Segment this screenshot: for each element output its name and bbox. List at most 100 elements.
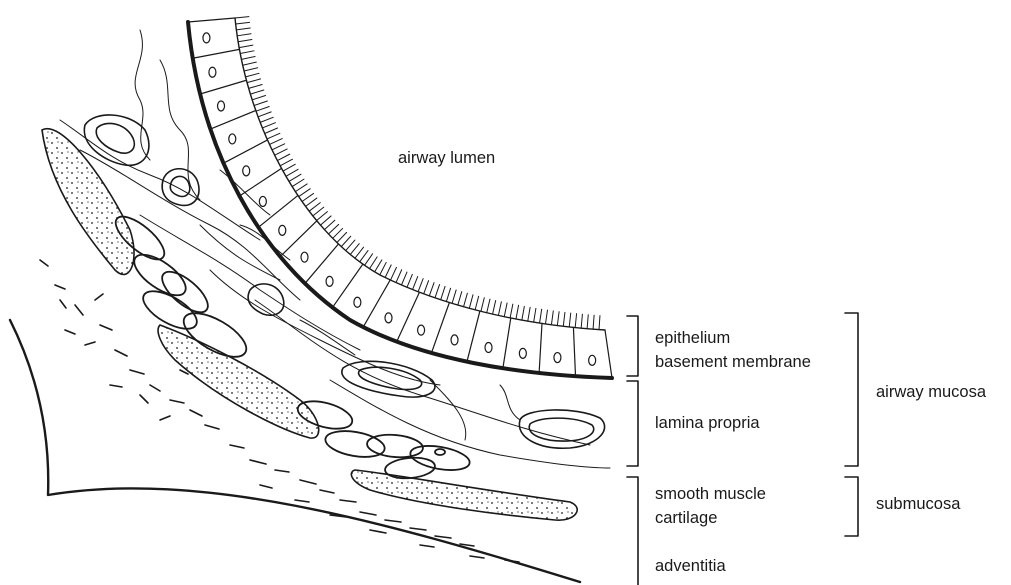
submucosa-label: submucosa [876,496,960,513]
cilium [267,133,280,139]
cell-wall [280,221,317,257]
cilium [498,302,501,316]
cell-wall [363,280,390,327]
cilium [370,257,378,269]
cilium [375,260,382,272]
cell-nucleus [326,276,333,286]
cilium [275,149,288,155]
cilium [272,144,285,150]
cilium [306,198,317,206]
cilium [441,286,445,299]
fiber-dash [420,545,434,547]
fiber-dash [115,350,127,356]
cilium [487,299,490,313]
cilium [396,270,402,283]
cilium [599,316,600,330]
cilium [292,179,304,186]
cilium [563,312,565,326]
fiber-dash [320,490,334,493]
cilium [380,262,386,274]
fiber-dash [260,485,272,488]
fiber-dash [65,330,75,334]
cartilage-plate [351,470,577,520]
fiber-dash [160,416,170,420]
cilium [333,228,343,238]
vessel [96,123,134,153]
cell-wall [188,18,235,22]
cilium [418,279,423,292]
cilium [256,106,269,111]
vessel [342,361,435,397]
cilium [493,300,496,314]
fiber-dash [110,385,122,387]
cell-wall [193,49,240,58]
cilium [324,220,334,229]
connective-tissue-fibers [60,30,610,468]
cilium [309,203,320,212]
cilium [475,296,479,310]
cell-nucleus [209,67,216,77]
cilium [238,39,252,41]
cilium [270,139,283,145]
cilium [237,34,251,36]
cell-nucleus [259,196,266,206]
fiber-dash [190,410,202,416]
fiber-dash [230,445,244,448]
cilium [262,123,275,128]
fiber-dash [250,460,266,464]
cilium [246,73,260,77]
cilium [516,305,519,319]
cell-wall [333,264,363,307]
cell-nucleus [589,355,596,365]
fiber-dash [295,500,309,502]
cilium [360,251,368,262]
cilium [452,290,456,303]
cilium [424,281,429,294]
fiber-dash [385,520,401,522]
cilium [575,314,576,328]
cilium [249,84,262,88]
cell-nucleus [301,252,308,262]
cilium [329,224,339,234]
cilium [277,154,289,160]
fiber-dash [150,385,160,391]
cell-nucleus [451,335,458,345]
vessel [248,284,284,315]
cilium [534,308,536,322]
cilium [581,314,582,328]
fiber-dash [300,480,316,484]
cilium [240,51,254,54]
vessel [529,418,594,441]
cilium [435,285,440,298]
cilium [385,265,391,278]
epithelium-label: epithelium [655,330,730,347]
fiber-dash [85,342,95,345]
cell-nucleus [418,325,425,335]
cilium [355,247,364,258]
cilium [241,56,255,59]
cilium [429,283,434,296]
cilium [593,315,594,329]
cell-wall [200,80,246,94]
fiber-dash [275,470,289,472]
cell-wall [431,303,449,353]
cilium [313,207,324,216]
fiber-dash [140,395,148,403]
fiber-dash [205,425,219,429]
airway-mucosa-label: airway mucosa [876,384,986,401]
cell-nucleus [385,313,392,323]
cell-nucleus [519,348,526,358]
cilium [413,277,418,290]
cilium [258,112,271,117]
lamina-propria-label: lamina propria [655,415,760,432]
fiber-dash [100,325,112,330]
cell-wall [503,318,511,368]
cell-wall [305,244,338,283]
cell-wall [210,111,255,130]
cilium [469,295,473,309]
fiber-dash [75,305,83,315]
cilium [243,62,257,65]
cell-nucleus [218,101,225,111]
bracket-submucosa [845,477,858,536]
